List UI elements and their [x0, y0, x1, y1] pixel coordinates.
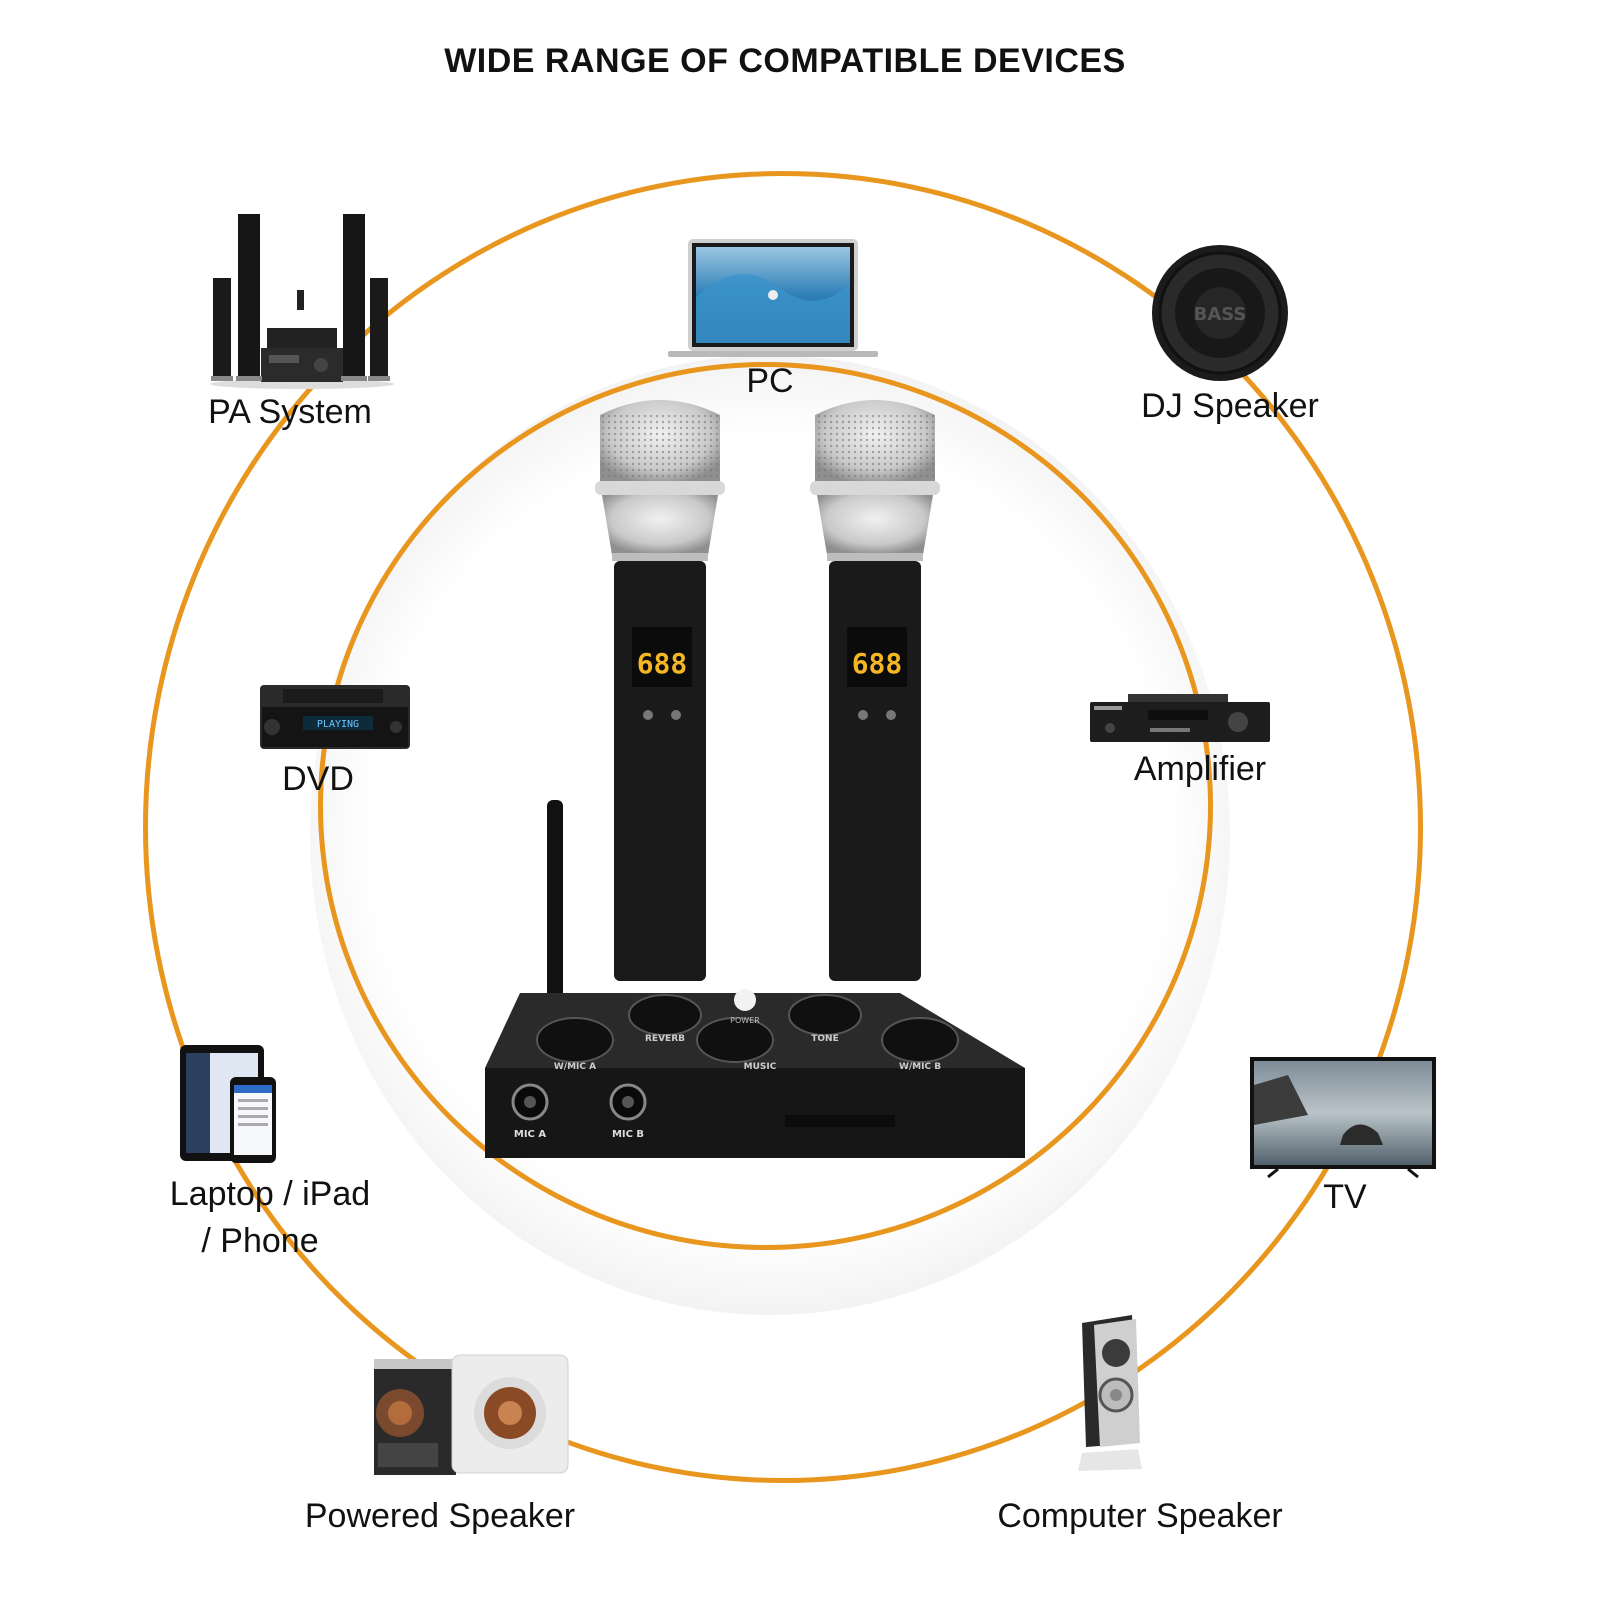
- microphone-b: 688: [810, 400, 940, 981]
- label-dj-speaker: DJ Speaker: [1141, 387, 1319, 425]
- label-amplifier: Amplifier: [1133, 750, 1267, 788]
- jack-label-mic-a: MIC A: [514, 1129, 546, 1140]
- knob-label-wmic-a: W/MIC A: [554, 1062, 596, 1072]
- label-powered-speaker: Powered Speaker: [304, 1497, 576, 1535]
- tablet-phone-image: [180, 1045, 276, 1163]
- computer-speaker-image: [1078, 1315, 1142, 1471]
- label-laptop-line1: Laptop / iPad: [169, 1175, 371, 1213]
- outer-ring: [143, 171, 1423, 1483]
- inner-ring: [318, 362, 1213, 1250]
- pa-system-image: [210, 214, 394, 389]
- knob-label-music: MUSIC: [744, 1062, 777, 1072]
- mic-a-display: 688: [637, 647, 688, 680]
- mic-b-display: 688: [852, 647, 903, 680]
- amplifier-image: [1090, 694, 1270, 742]
- bass-badge: BASS: [1194, 304, 1247, 325]
- knob-label-wmic-b: W/MIC B: [899, 1062, 941, 1072]
- knob-label-reverb: REVERB: [645, 1034, 685, 1044]
- powered-speaker-image: [374, 1354, 569, 1475]
- label-dvd: DVD: [282, 760, 354, 798]
- label-pc: PC: [746, 362, 794, 400]
- label-tv: TV: [1323, 1178, 1367, 1216]
- tv-image: [1250, 1057, 1436, 1179]
- label-laptop-line2: / Phone: [201, 1222, 319, 1260]
- knob-label-tone: TONE: [811, 1034, 838, 1044]
- page-title: WIDE RANGE OF COMPATIBLE DEVICES: [444, 42, 1126, 80]
- power-label: POWER: [730, 1016, 760, 1025]
- dj-speaker-image: BASS: [1152, 245, 1288, 381]
- dvd-display: PLAYING: [317, 719, 359, 730]
- jack-label-mic-b: MIC B: [612, 1129, 644, 1140]
- wireless-microphone-system-image: 688 688 POWER W/MIC A REVERB MUSIC TONE …: [485, 400, 1025, 1158]
- microphone-a: 688: [595, 400, 725, 981]
- label-pa-system: PA System: [208, 393, 372, 431]
- pc-image: [668, 239, 878, 357]
- label-computer-speaker: Computer Speaker: [997, 1497, 1283, 1535]
- dvd-image: PLAYING: [260, 685, 410, 749]
